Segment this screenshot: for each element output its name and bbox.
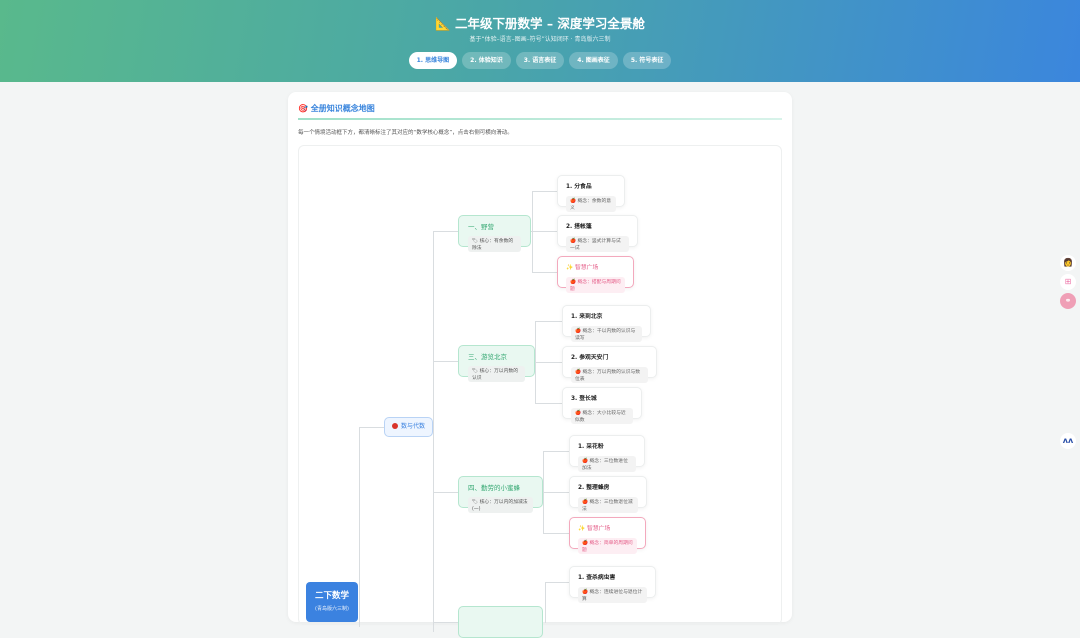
lesson-concept: 🍎 概念：余数的意义 xyxy=(566,196,616,212)
connector-line xyxy=(545,582,546,622)
unit-node[interactable]: 四、勤劳的小蜜蜂 🏷 核心：万以内的加减法(一) xyxy=(458,476,543,513)
share-icon[interactable]: ⚭ xyxy=(1060,293,1076,309)
connector-line xyxy=(535,361,536,362)
lesson-node[interactable]: 2. 参观天安门 🍎 概念：万以内数的认识与数位表 xyxy=(562,346,657,383)
lesson-concept: 🍎 概念：千以内数的认识与读写 xyxy=(571,326,642,342)
lesson-concept: 🍎 概念：简单的周期问题 xyxy=(578,538,637,554)
lesson-node[interactable]: 2. 整理蜂房 🍎 概念：三位数退位减法 xyxy=(569,476,647,513)
lesson-concept: 🍎 概念：大小比较与近似数 xyxy=(571,408,633,424)
root-node[interactable]: 二下数学 (青岛版六三制) xyxy=(306,582,358,622)
lesson-title: 2. 参观天安门 xyxy=(571,355,609,361)
connector-line xyxy=(535,321,562,322)
mind-map[interactable]: 二下数学 (青岛版六三制) 数与代数 一、野营 🏷 核心：有余数的除法 1. 分食品 🍎 概… xyxy=(298,145,782,638)
connector-line xyxy=(359,427,360,627)
lesson-concept: 🍎 概念：连续进位与退位计算 xyxy=(578,587,647,603)
tab-picture[interactable]: 4. 图画表征 xyxy=(569,52,618,69)
unit-node[interactable] xyxy=(458,606,543,638)
lesson-title: 2. 搭帐篷 xyxy=(566,224,592,230)
connector-line xyxy=(532,272,557,273)
logo-icon[interactable]: ʌʌ xyxy=(1060,433,1076,449)
connector-line xyxy=(535,403,562,404)
lesson-node[interactable]: 3. 登长城 🍎 概念：大小比较与近似数 xyxy=(562,387,642,424)
tab-experience[interactable]: 2. 体验知识 xyxy=(462,52,511,69)
lesson-node[interactable]: 1. 分食品 🍎 概念：余数的意义 xyxy=(557,175,625,212)
grid-icon[interactable]: ⊞ xyxy=(1060,274,1076,290)
unit-core-concept: 🏷 核心：万以内数的认识 xyxy=(468,366,525,382)
lesson-title: 1. 查杀病虫害 xyxy=(578,575,616,581)
lesson-title: 3. 登长城 xyxy=(571,396,597,402)
lesson-title: ✨ 智慧广场 xyxy=(566,265,599,271)
connector-line xyxy=(433,231,458,232)
unit-title: 四、勤劳的小蜜蜂 xyxy=(468,484,520,492)
domain-node[interactable]: 数与代数 xyxy=(384,417,433,437)
connector-line xyxy=(359,427,384,428)
card-title: 🎯 全册知识概念地图 xyxy=(298,104,375,113)
connector-line xyxy=(433,232,434,632)
connector-line xyxy=(545,622,546,623)
root-subtitle: (青岛版六三制) xyxy=(315,606,349,612)
unit-core-concept: 🏷 核心：万以内的加减法(一) xyxy=(468,497,533,513)
lesson-concept: 🍎 概念：万以内数的认识与数位表 xyxy=(571,367,648,383)
lesson-title: 2. 整理蜂房 xyxy=(578,485,610,491)
root-title: 二下数学 xyxy=(314,591,349,601)
connector-line xyxy=(433,622,458,623)
lesson-concept: 🍎 概念：三位数进位加法 xyxy=(578,456,636,472)
unit-core-concept: 🏷 核心：有余数的除法 xyxy=(468,236,521,252)
connector-line xyxy=(433,361,458,362)
lesson-node[interactable]: 2. 搭帐篷 🍎 概念：竖式计算与试一试 xyxy=(557,215,638,252)
concept-map-card: 🎯 全册知识概念地图 每一个情境活动框下方，都清晰标注了其对应的“数学核心概念”… xyxy=(288,92,792,638)
page-subtitle: 基于“体验–语言–图画–符号”认知闭环 · 青岛版六三制 xyxy=(469,36,611,43)
lesson-concept: 🍎 概念：三位数退位减法 xyxy=(578,497,638,513)
connector-line xyxy=(433,492,458,493)
divider xyxy=(298,118,782,120)
connector-line xyxy=(532,191,557,192)
lesson-title: ✨ 智慧广场 xyxy=(578,526,611,532)
unit-title: 一、野营 xyxy=(468,223,494,231)
lesson-title: 1. 采花粉 xyxy=(578,444,604,450)
connector-line xyxy=(543,451,569,452)
apple-icon xyxy=(391,423,398,429)
domain-label: 数与代数 xyxy=(400,423,425,430)
lesson-title: 1. 分食品 xyxy=(566,184,592,190)
tab-mindmap[interactable]: 1. 思维导图 xyxy=(408,52,458,69)
lesson-node[interactable]: 1. 采花粉 🍎 概念：三位数进位加法 xyxy=(569,435,645,472)
wisdom-square-node[interactable]: ✨ 智慧广场 🍎 概念：简单的周期问题 xyxy=(569,517,646,554)
unit-node[interactable]: 三、游览北京 🏷 核心：万以内数的认识 xyxy=(458,345,535,382)
lesson-concept: 🍎 概念：搭配与周期问题 xyxy=(566,277,625,293)
connector-line xyxy=(535,362,562,363)
card-description: 每一个情境活动框下方，都清晰标注了其对应的“数学核心概念”，点击右侧可横向滑动。 xyxy=(298,130,513,136)
lesson-node[interactable]: 1. 来到北京 🍎 概念：千以内数的认识与读写 xyxy=(562,305,651,342)
connector-line xyxy=(545,582,569,583)
unit-node[interactable]: 一、野营 🏷 核心：有余数的除法 xyxy=(458,215,531,252)
lesson-node[interactable]: 1. 查杀病虫害 🍎 概念：连续进位与退位计算 xyxy=(569,566,656,603)
tab-symbol[interactable]: 5. 符号表征 xyxy=(622,52,672,69)
connector-line xyxy=(543,533,569,534)
connector-line xyxy=(532,231,557,232)
unit-title: 三、游览北京 xyxy=(468,353,507,361)
header: 📐 二年级下册数学 – 深度学习全景舱 基于“体验–语言–图画–符号”认知闭环 … xyxy=(0,0,1080,82)
page-title: 📐 二年级下册数学 – 深度学习全景舱 xyxy=(435,16,645,31)
avatar[interactable]: 👩 xyxy=(1060,255,1076,271)
tab-bar: 1. 思维导图 2. 体验知识 3. 语言表征 4. 图画表征 5. 符号表征 xyxy=(0,52,1080,69)
tab-language[interactable]: 3. 语言表征 xyxy=(515,52,565,69)
wisdom-square-node[interactable]: ✨ 智慧广场 🍎 概念：搭配与周期问题 xyxy=(557,256,634,293)
connector-line xyxy=(543,492,569,493)
lesson-concept: 🍎 概念：竖式计算与试一试 xyxy=(566,236,629,252)
lesson-title: 1. 来到北京 xyxy=(571,314,603,320)
